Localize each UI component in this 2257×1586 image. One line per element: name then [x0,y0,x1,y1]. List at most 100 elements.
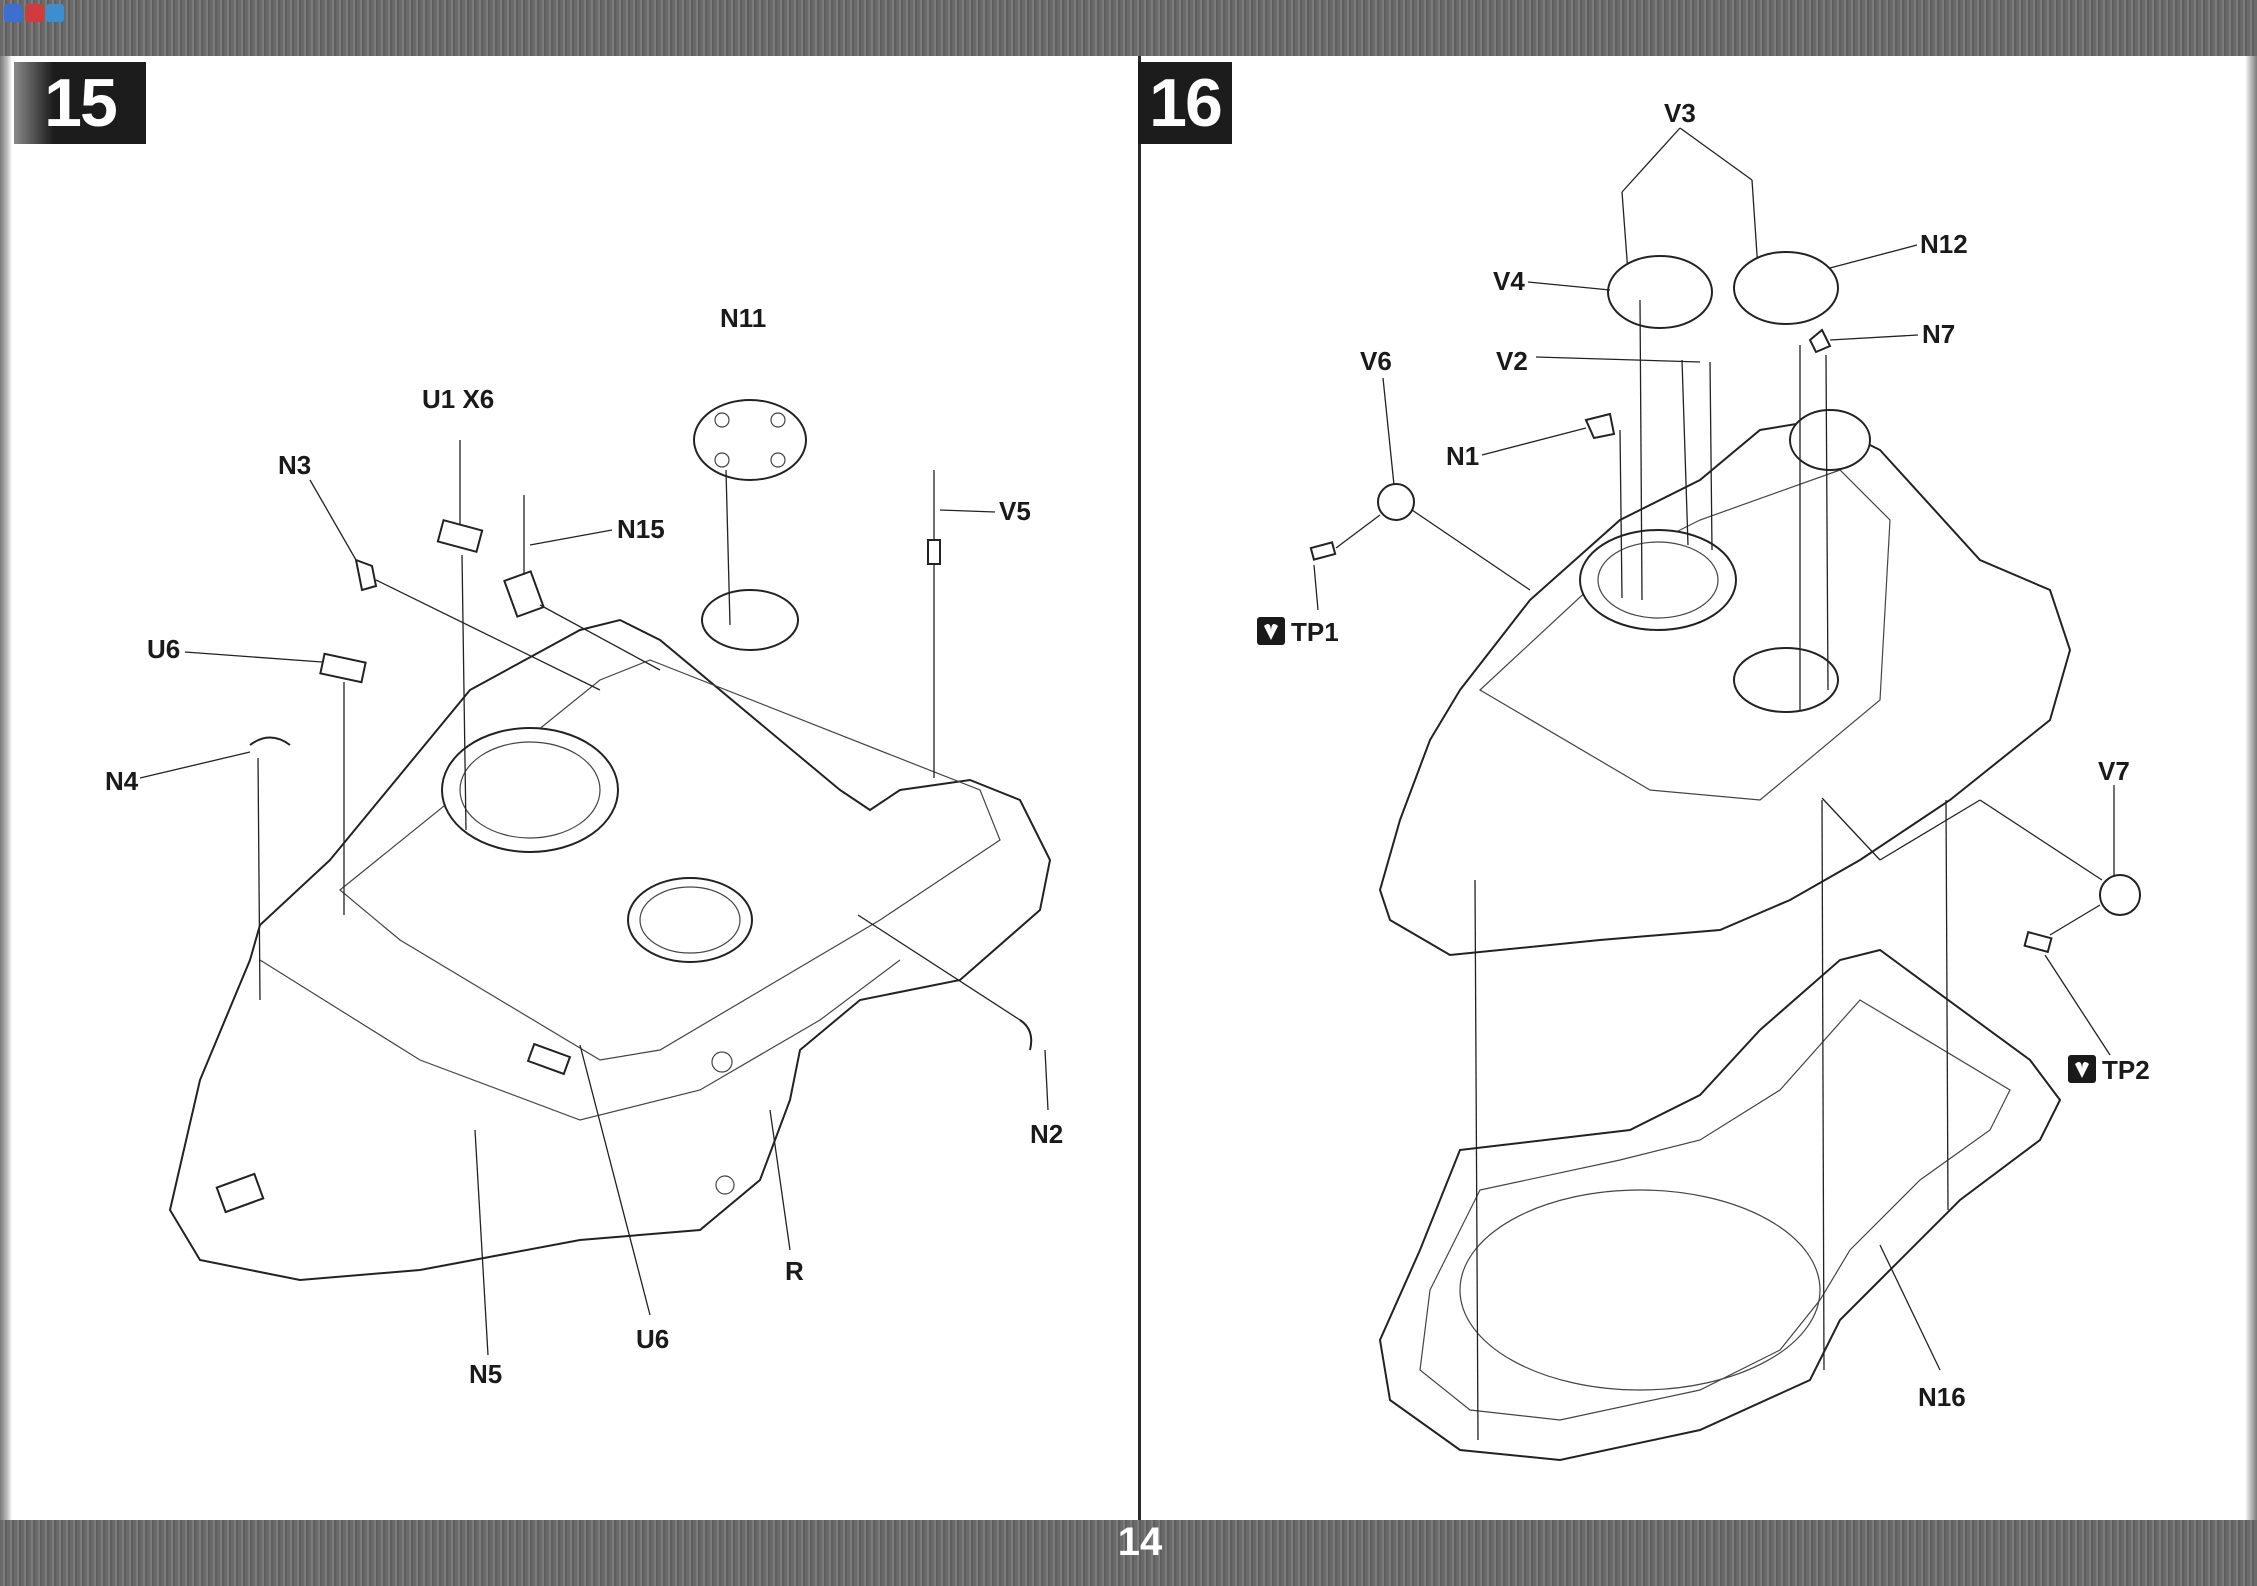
part-n12-hatch [1733,251,1839,325]
r-leader [769,1109,791,1251]
label-n16: N16 [1918,1382,1966,1412]
part-n16 [1378,948,2062,1462]
label-n4: N4 [105,766,139,796]
n15-leader [529,529,613,546]
label-u6-bottom: U6 [636,1324,669,1354]
v5-base [927,539,941,565]
part-n2 [1019,1019,1033,1051]
n1-arrow [1619,429,1623,599]
label-n3: N3 [278,450,311,480]
part-v7 [2099,874,2141,916]
n16-arrow-mid [1821,799,1825,1371]
n16-leader [1879,1244,1941,1371]
n11-bolt [770,412,786,428]
side-port-2 [711,1051,733,1073]
rear-ring [701,589,799,651]
n11-bolt [714,412,730,428]
front-block [215,1172,265,1214]
u6-bottom-leader [579,1044,651,1316]
n2-arrow [857,914,1021,1021]
v2-rod [1681,359,1689,546]
label-v5: V5 [999,496,1031,526]
label-n11: N11 [720,303,766,333]
n15-arrow [539,604,661,671]
top-border-strip [0,0,2257,56]
turret16-cupola [1579,529,1737,631]
label-r: R [785,1256,804,1286]
front-handle [526,1042,572,1076]
n4-arrow [257,757,261,1001]
label-n7: N7 [1922,319,1955,349]
turret16-cupola-inner [1597,541,1719,619]
v6-arrow [1411,509,1531,591]
part-n7 [1808,328,1832,354]
label-v2: V2 [1496,346,1528,376]
n11-bolt [714,452,730,468]
part-n15 [503,570,545,618]
part-tp2 [2023,930,2053,954]
v7-arrow-c [1821,797,1881,861]
page-number: 14 [1117,1519,1163,1564]
tp2-leader [2044,954,2111,1056]
cupola-inner [459,741,601,839]
n12-leader [1829,244,1918,269]
label-n5: N5 [469,1359,502,1389]
n11-bolt [770,452,786,468]
n7-arrow-2 [1825,354,1829,691]
u6-top-leader [184,651,323,663]
side-port [715,1175,735,1195]
tp2-arrow [2049,904,2101,936]
part-n1 [1584,412,1616,440]
part-u6-top [319,652,367,684]
tp2-photo-etch-icon [2068,1055,2096,1083]
v5-leader [939,509,996,513]
n1-leader [1481,427,1587,456]
label-v4: V4 [1493,266,1525,296]
v7-arrow-a [1979,799,2103,881]
n16-inner [1419,999,2011,1421]
logo-mark-cyan [46,4,64,22]
step-16-number: 16 [1138,62,1232,144]
turret-body-15 [168,618,1052,1282]
part-tp1 [1309,541,1337,561]
n3-leader [309,479,357,561]
v7-arrow-b [1879,799,1981,861]
left-page-edge [0,56,12,1520]
part-v4-hatch [1607,255,1713,329]
label-v3: V3 [1664,98,1696,128]
n16-arrow-left [1474,879,1479,1441]
label-n2: N2 [1030,1119,1063,1149]
n11-leader [725,469,731,626]
cupola-ring [441,727,619,853]
n16-turret-ring [1459,1189,1821,1391]
label-u1-x6: U1 X6 [422,384,494,414]
n3-arrow [375,579,601,691]
v6-leader [1382,377,1395,486]
turret16-rear-ring [1789,409,1871,471]
step-16-diagram: V3 N12 V4 N7 V6 V2 N1 TP1 V7 TP2 N16 [1257,98,2150,1462]
part-n11-hatch [693,399,807,481]
part-n3 [354,558,378,592]
turret16-hatch-opening [1733,647,1839,713]
turret-lower-skirt [259,959,901,1121]
v4-rod [1639,299,1643,601]
right-page-edge [2245,56,2257,1520]
page-divider [1138,56,1141,1520]
n2-leader [1044,1049,1049,1111]
part-n4 [249,736,291,746]
step-15-diagram: N11 U1 X6 N3 N15 V5 U6 N4 N2 R U6 N5 [105,303,1063,1389]
label-v7: V7 [2098,756,2130,786]
bottom-border-strip [0,1520,2257,1586]
tp1-arrow [1335,514,1381,549]
label-n1: N1 [1446,441,1479,471]
label-u6-top: U6 [147,634,180,664]
label-n15: N15 [617,514,665,544]
label-v6: V6 [1360,346,1392,376]
label-tp1: TP1 [1291,617,1339,647]
part-v6 [1377,483,1415,521]
label-tp2: TP2 [2102,1055,2150,1085]
v2-leader [1535,356,1701,363]
v3-leader-left [1621,127,1681,193]
n7-leader [1829,334,1919,341]
